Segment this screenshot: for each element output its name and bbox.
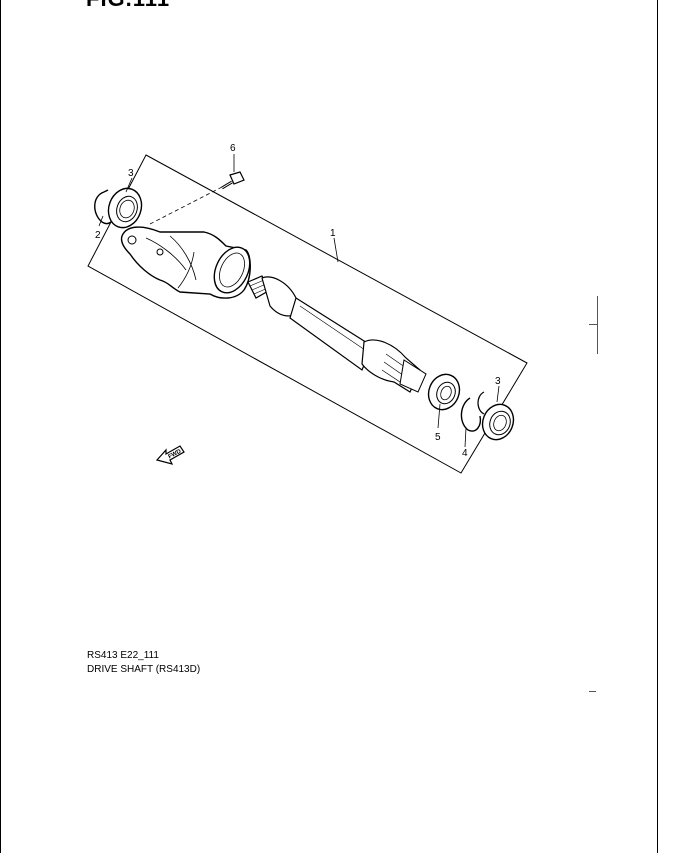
bolt-guide-line <box>149 185 225 225</box>
callout-2: 2 <box>95 230 101 241</box>
callout-4: 4 <box>462 448 468 459</box>
oil-seal-left <box>107 187 143 229</box>
margin-mark-tick <box>589 324 597 325</box>
figure-title: FIG.111 <box>86 0 170 12</box>
callout-6: 6 <box>230 143 236 154</box>
bolt <box>221 171 245 190</box>
assembly-box-outline <box>87 154 528 474</box>
bearing <box>427 373 461 411</box>
figure-name: DRIVE SHAFT (RS413D) <box>87 664 201 675</box>
snap-ring-right <box>460 397 482 432</box>
figure-code: RS413 E22_111 <box>87 650 159 661</box>
page-border-left <box>0 0 1 853</box>
leader-lines <box>98 154 500 448</box>
margin-mark-vertical <box>597 296 598 354</box>
callout-5: 5 <box>435 432 441 443</box>
drive-shaft-housing <box>120 226 251 299</box>
margin-mark-dash <box>589 691 596 692</box>
oil-seal-right <box>477 391 515 441</box>
callout-3-right: 3 <box>495 376 501 387</box>
drive-shaft <box>247 275 427 393</box>
fwd-arrow-icon: FWD <box>155 445 185 465</box>
page-border-right <box>657 0 658 853</box>
callout-3-left: 3 <box>128 168 134 179</box>
callout-1: 1 <box>330 228 336 239</box>
